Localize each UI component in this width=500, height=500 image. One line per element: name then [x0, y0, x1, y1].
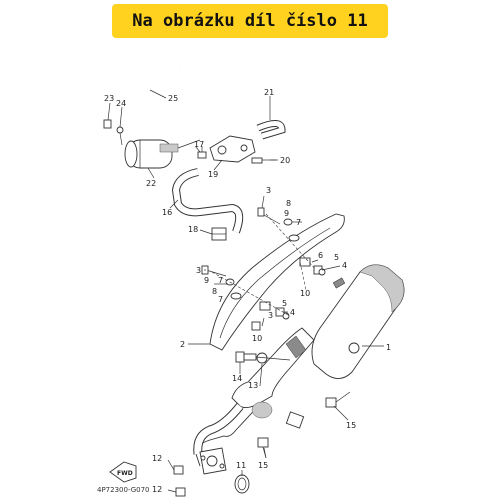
callout-24: 24 — [116, 99, 126, 108]
callout-13: 13 — [248, 381, 258, 390]
callout-9a: 9 — [284, 209, 289, 218]
callout-10b: 10 — [252, 334, 262, 343]
callout-numbers: 1 2 3 3 3 4 4 5 5 6 7 7 7 8 8 9 9 10 10 … — [104, 88, 391, 494]
callout-12a: 12 — [152, 454, 162, 463]
callout-22: 22 — [146, 179, 156, 188]
callout-8b: 8 — [212, 287, 217, 296]
callout-1: 1 — [386, 343, 391, 352]
callout-15a: 15 — [346, 421, 356, 430]
part-12-nuts — [173, 465, 186, 497]
title-banner: Na obrázku díl číslo 11 — [112, 4, 388, 38]
callout-4a: 4 — [342, 261, 347, 270]
part-15-bolts — [257, 391, 351, 459]
part-1-muffler — [311, 264, 405, 379]
exhaust-pipe — [193, 327, 315, 467]
callout-10a: 10 — [300, 289, 310, 298]
leader-lines — [107, 89, 384, 493]
callout-11: 11 — [236, 461, 246, 470]
banner-text: Na obrázku díl číslo 11 — [132, 11, 368, 31]
part-19-reed-valve — [209, 135, 256, 163]
part-16-hose — [171, 168, 244, 234]
exhaust-flange — [199, 447, 227, 475]
callout-25: 25 — [168, 94, 178, 103]
callout-3c: 3 — [268, 311, 273, 320]
callout-18: 18 — [188, 225, 198, 234]
callout-3a: 3 — [266, 186, 271, 195]
part-2-heat-protector — [209, 213, 345, 351]
callout-3b: 3 — [196, 266, 201, 275]
callout-2: 2 — [180, 340, 185, 349]
callout-16: 16 — [162, 208, 172, 217]
fwd-arrow: FWD — [109, 461, 137, 483]
callout-5a: 5 — [334, 253, 339, 262]
part-22-canister — [124, 139, 201, 169]
callout-7b: 7 — [218, 276, 223, 285]
callout-14: 14 — [232, 374, 242, 383]
part-21-hose — [256, 120, 286, 140]
callout-7a: 7 — [296, 218, 301, 227]
part-11-gasket — [234, 474, 250, 494]
callout-6: 6 — [318, 251, 323, 260]
callout-19: 19 — [208, 170, 218, 179]
callout-7c: 7 — [218, 295, 223, 304]
callout-12b: 12 — [152, 485, 162, 494]
drawing-code: 4P72300-G070 — [97, 486, 150, 494]
part-18-clip — [211, 227, 227, 241]
callout-15b: 15 — [258, 461, 268, 470]
part-17-clamp — [197, 146, 207, 159]
part-25-hose — [136, 67, 182, 129]
part-23-24-bolt — [103, 119, 124, 146]
callout-9b: 9 — [204, 276, 209, 285]
callout-17: 17 — [194, 140, 204, 149]
part-20-screw — [251, 157, 276, 164]
callout-21: 21 — [264, 88, 274, 97]
callout-5b: 5 — [282, 299, 287, 308]
callout-4b: 4 — [290, 308, 295, 317]
callout-20: 20 — [280, 156, 290, 165]
fwd-label: FWD — [117, 470, 133, 477]
part-13-14-bolt — [235, 351, 291, 364]
callout-23: 23 — [104, 94, 114, 103]
callout-8a: 8 — [286, 199, 291, 208]
